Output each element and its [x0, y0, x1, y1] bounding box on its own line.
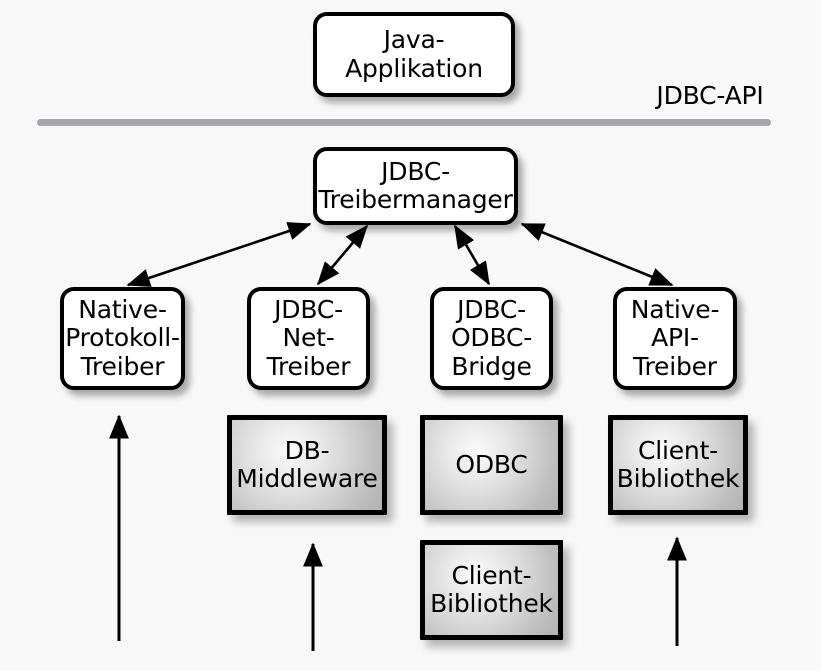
node-jdbc-odbc-bridge-label: JDBC- ODBC- Bridge — [450, 294, 533, 381]
node-jdbc-net-treiber[interactable]: JDBC- Net- Treiber — [247, 287, 370, 390]
arrow-manager-native-protokoll — [126, 222, 312, 287]
node-java-applikation-label: Java- Applikation — [345, 25, 483, 83]
node-db-middleware-label: DB- Middleware — [236, 435, 378, 493]
node-client-bibliothek-right-label: Client- Bibliothek — [616, 435, 740, 493]
node-client-bibliothek-right[interactable]: Client- Bibliothek — [608, 415, 748, 515]
node-native-protokoll-treiber[interactable]: Native- Protokoll- Treiber — [60, 287, 185, 390]
jdbc-api-separator-line — [37, 119, 771, 126]
node-odbc-label: ODBC — [455, 449, 528, 479]
arrow-manager-native-api — [520, 222, 674, 287]
node-jdbc-treibermanager-label: JDBC- Treibermanager — [318, 156, 513, 214]
arrow-manager-jdbc-net — [316, 224, 369, 286]
node-client-bibliothek-odbc-label: Client- Bibliothek — [430, 560, 553, 618]
node-native-api-treiber-label: Native- API- Treiber — [630, 294, 720, 381]
node-native-api-treiber[interactable]: Native- API- Treiber — [613, 287, 737, 390]
node-jdbc-odbc-bridge[interactable]: JDBC- ODBC- Bridge — [430, 287, 553, 390]
node-jdbc-net-treiber-label: JDBC- Net- Treiber — [266, 294, 351, 381]
node-odbc[interactable]: ODBC — [420, 415, 563, 515]
node-native-protokoll-treiber-label: Native- Protokoll- Treiber — [65, 294, 180, 381]
node-jdbc-treibermanager[interactable]: JDBC- Treibermanager — [313, 147, 518, 225]
jdbc-api-label: JDBC-API — [656, 81, 764, 110]
node-java-applikation[interactable]: Java- Applikation — [313, 12, 515, 97]
node-client-bibliothek-odbc[interactable]: Client- Bibliothek — [420, 540, 563, 640]
arrow-manager-jdbc-odbc — [453, 224, 491, 286]
node-db-middleware[interactable]: DB- Middleware — [227, 415, 387, 515]
